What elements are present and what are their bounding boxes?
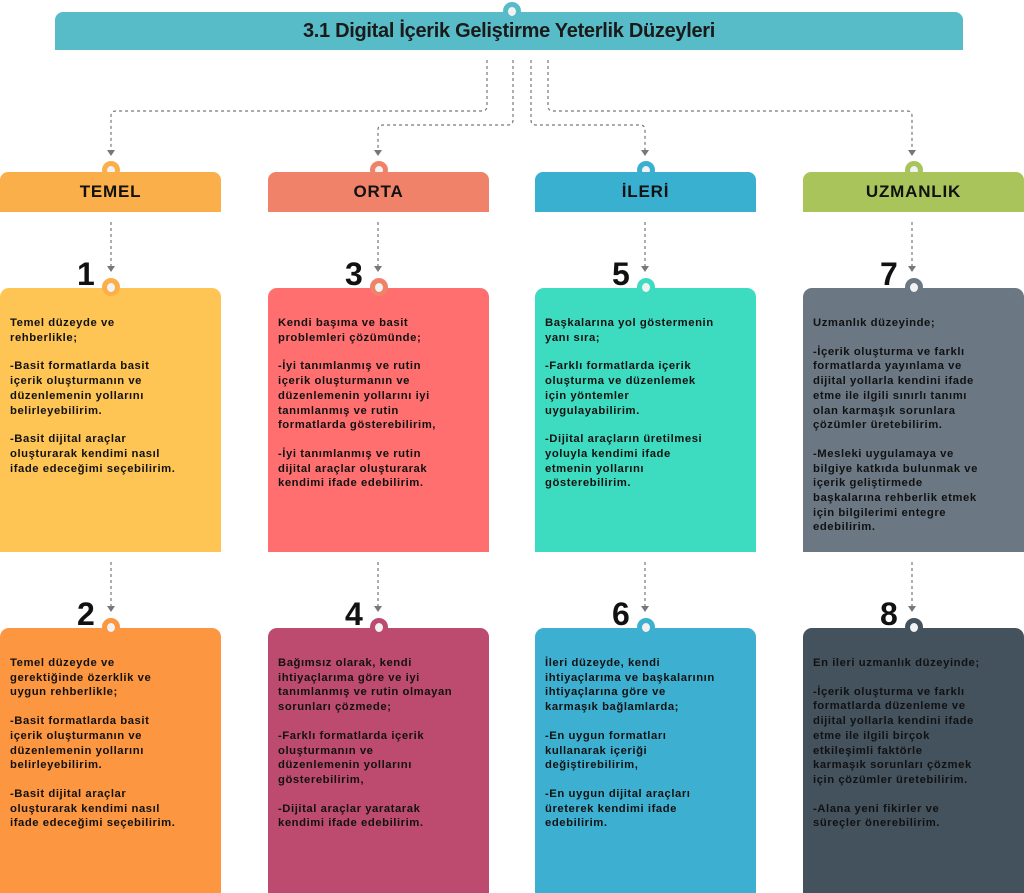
level-number: 4 (345, 596, 363, 632)
card-item: -En uygun dijital araçları üreterek kend… (545, 787, 691, 830)
card-item: -Alana yeni fikirler ve süreçler önerebi… (813, 802, 940, 830)
card-intro: Temel düzeyde ve gerektiğinde özerklik v… (10, 657, 152, 699)
card-item: -İyi tanımlanmış ve rutin dijital araçla… (278, 447, 428, 490)
card-item: -Basit dijital araçlar oluşturarak kendi… (10, 787, 176, 830)
level-card-3: Kendi başıma ve basit problemleri çözümü… (268, 288, 489, 552)
level-card-4: Bağımsız olarak, kendi ihtiyaçlarıma gör… (268, 628, 489, 893)
card-item: -Basit formatlarda basit içerik oluşturm… (10, 360, 150, 417)
card-knob-icon (905, 278, 923, 296)
level-card-5: Başkalarına yol göstermenin yanı sıra; -F… (535, 288, 756, 552)
category-label: TEMEL (79, 182, 142, 201)
arrowheads (107, 150, 916, 612)
category-orta: ORTA (268, 172, 489, 212)
card-intro: Temel düzeyde ve rehberlikle; (10, 317, 115, 344)
card-item: -İçerik oluşturma ve farklı formatlarda … (813, 345, 974, 432)
connector-orta (377, 60, 514, 150)
level-number: 5 (612, 256, 630, 292)
category-uzmanlik: UZMANLIK (803, 172, 1024, 212)
card-knob-icon (370, 278, 388, 296)
category-label: UZMANLIK (865, 182, 962, 201)
title-knob-icon (503, 2, 521, 20)
level-number: 6 (612, 596, 630, 632)
level-card-7: Uzmanlık düzeyinde; -İçerik oluşturma ve … (803, 288, 1024, 552)
level-card-8: En ileri uzmanlık düzeyinde; -İçerik oluş… (803, 628, 1024, 893)
category-temel: TEMEL (0, 172, 221, 212)
connector-uzmanlik (547, 60, 913, 150)
level-card-1: Temel düzeyde ve rehberlikle; -Basit form… (0, 288, 221, 552)
card-intro: En ileri uzmanlık düzeyinde; (813, 657, 980, 669)
card-item: -Mesleki uygulamaya ve bilgiye katkıda b… (813, 447, 978, 534)
card-item: -En uygun formatları kullanarak içeriği … (545, 729, 667, 772)
card-intro: Bağımsız olarak, kendi ihtiyaçlarıma gör… (278, 657, 453, 714)
card-knob-icon (102, 278, 120, 296)
card-item: -Farklı formatlarda içerik oluşturma ve … (545, 360, 696, 417)
card-item: -Basit dijital araçlar oluşturarak kendi… (10, 433, 176, 475)
card-knob-icon (637, 278, 655, 296)
connector-temel (110, 60, 488, 150)
page-title-bar: 3.1 Digital İçerik Geliştirme Yeterlik D… (55, 12, 963, 50)
card-item: -İyi tanımlanmış ve rutin içerik oluştur… (278, 360, 436, 432)
card-item: -Dijital araçlar yaratarak kendimi ifade… (278, 802, 424, 830)
card-knob-icon (102, 618, 120, 636)
card-intro: Uzmanlık düzeyinde; (813, 317, 936, 329)
category-ileri: İLERİ (535, 172, 756, 212)
card-item: -Basit formatlarda basit içerik oluşturm… (10, 715, 150, 772)
card-knob-icon (637, 618, 655, 636)
connector-card-card (110, 562, 913, 606)
category-label: İLERİ (621, 182, 670, 201)
card-intro: İleri düzeyde, kendi ihtiyaçlarıma ve ba… (545, 657, 715, 714)
card-intro: Kendi başıma ve basit problemleri çözümü… (278, 317, 422, 344)
level-card-6: İleri düzeyde, kendi ihtiyaçlarıma ve ba… (535, 628, 756, 893)
card-item: -İçerik oluşturma ve farklı formatlarda … (813, 685, 974, 786)
connector-ileri (530, 60, 646, 150)
card-knob-icon (905, 618, 923, 636)
category-label: ORTA (353, 182, 404, 201)
card-item: -Farklı formatlarda içerik oluşturmanın … (278, 729, 425, 786)
connector-cat-card (110, 222, 913, 266)
card-knob-icon (370, 618, 388, 636)
page-title: 3.1 Digital İçerik Geliştirme Yeterlik D… (302, 19, 716, 42)
level-number: 3 (345, 256, 363, 292)
card-intro: Başkalarına yol göstermenin yanı sıra; (545, 317, 714, 344)
level-number: 7 (880, 256, 898, 292)
card-item: -Dijital araçların üretilmesi yoluyla ke… (545, 433, 703, 490)
level-number: 2 (77, 596, 95, 632)
level-card-2: Temel düzeyde ve gerektiğinde özerklik v… (0, 628, 221, 893)
level-number: 8 (880, 596, 898, 632)
level-number: 1 (77, 256, 95, 292)
